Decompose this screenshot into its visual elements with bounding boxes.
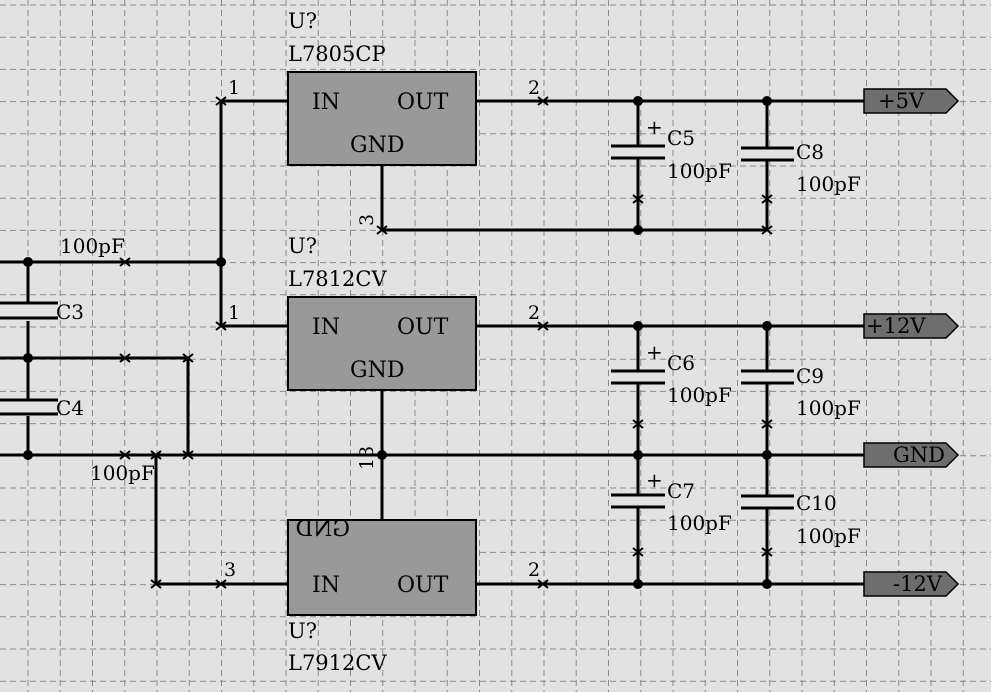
c10-value: 100pF [796, 524, 861, 548]
c9-ref: C9 [796, 364, 824, 388]
u3-ref: U? [288, 619, 317, 643]
u2-gnd-label: GND [350, 358, 404, 383]
c3-value: 100pF [60, 234, 125, 258]
u1-out-label: OUT [397, 90, 449, 115]
c5-value: 100pF [667, 159, 732, 183]
port-12v-label: +12V [866, 314, 926, 338]
c3-ref: C3 [56, 300, 84, 324]
port-12v[interactable]: +12V [863, 313, 960, 339]
c10-ref: C10 [796, 491, 837, 515]
u1-part: L7805CP [288, 42, 386, 66]
c6-polarity: + [646, 340, 663, 364]
port-gnd[interactable]: GND [863, 442, 960, 468]
c5-ref: C5 [667, 126, 695, 150]
c8-ref: C8 [796, 140, 824, 164]
u2-out-label: OUT [397, 315, 449, 340]
c8-value: 100pF [796, 172, 861, 196]
c7-polarity: + [646, 468, 663, 492]
c6-value: 100pF [667, 383, 732, 407]
u1-pin-in: 1 [228, 77, 240, 99]
u2-part: L7812CV [288, 267, 387, 291]
junctions [23, 96, 772, 589]
u1-in-label: IN [312, 90, 340, 115]
u2-in-label: IN [312, 315, 340, 340]
u1-pin-gnd: 3 [356, 214, 378, 226]
u1-pin-out: 2 [528, 77, 540, 99]
u1-gnd-label: GND [350, 133, 404, 158]
capacitor-plates [0, 144, 796, 510]
u3-pin-out: 2 [528, 559, 540, 581]
u2-ref: U? [288, 234, 317, 258]
regulator-u3[interactable]: IN OUT GND [287, 517, 477, 616]
port-gnd-label: GND [893, 443, 945, 467]
u2-pin-out: 2 [528, 302, 540, 324]
u1-ref: U? [288, 9, 317, 33]
u3-part: L7912CV [288, 651, 387, 675]
c4-ref: C4 [56, 396, 84, 420]
c7-value: 100pF [667, 511, 732, 535]
c7-ref: C7 [667, 479, 695, 503]
port-5v-label: +5V [878, 89, 925, 113]
u3-pin-in: 3 [224, 559, 236, 581]
u3-gnd-label: GND [296, 517, 350, 542]
regulator-u2[interactable]: IN OUT GND [287, 296, 477, 391]
u2-pin-gnd: 13 [356, 446, 378, 470]
port-m12v-label: -12V [893, 572, 943, 596]
c4-value: 100pF [90, 461, 155, 485]
u3-in-label: IN [312, 573, 340, 598]
c5-polarity: + [646, 115, 663, 139]
port-m12v[interactable]: -12V [863, 571, 960, 597]
c6-ref: C6 [667, 351, 695, 375]
u3-out-label: OUT [397, 573, 449, 598]
u2-pin-in: 1 [228, 302, 240, 324]
port-5v[interactable]: +5V [863, 88, 960, 114]
pin-ticks [119, 96, 773, 589]
c9-value: 100pF [796, 396, 861, 420]
regulator-u1[interactable]: IN OUT GND [287, 71, 477, 166]
